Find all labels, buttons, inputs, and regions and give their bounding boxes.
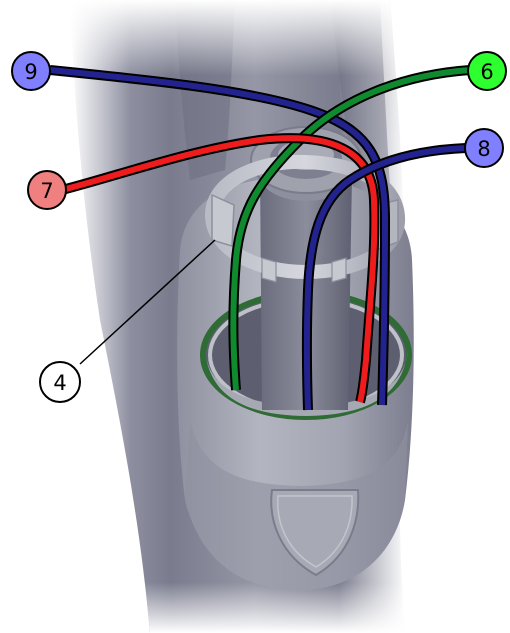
callout-6: 6 bbox=[468, 52, 506, 90]
callout-9: 9 bbox=[12, 52, 50, 90]
callout-9-label: 9 bbox=[24, 60, 37, 84]
callout-7: 7 bbox=[28, 171, 66, 209]
callout-4-label: 4 bbox=[53, 371, 66, 395]
callout-6-label: 6 bbox=[480, 60, 493, 84]
callout-8: 8 bbox=[465, 129, 503, 167]
callout-8-label: 8 bbox=[477, 137, 490, 161]
callout-7-label: 7 bbox=[40, 179, 53, 203]
callout-4: 4 bbox=[40, 362, 80, 402]
